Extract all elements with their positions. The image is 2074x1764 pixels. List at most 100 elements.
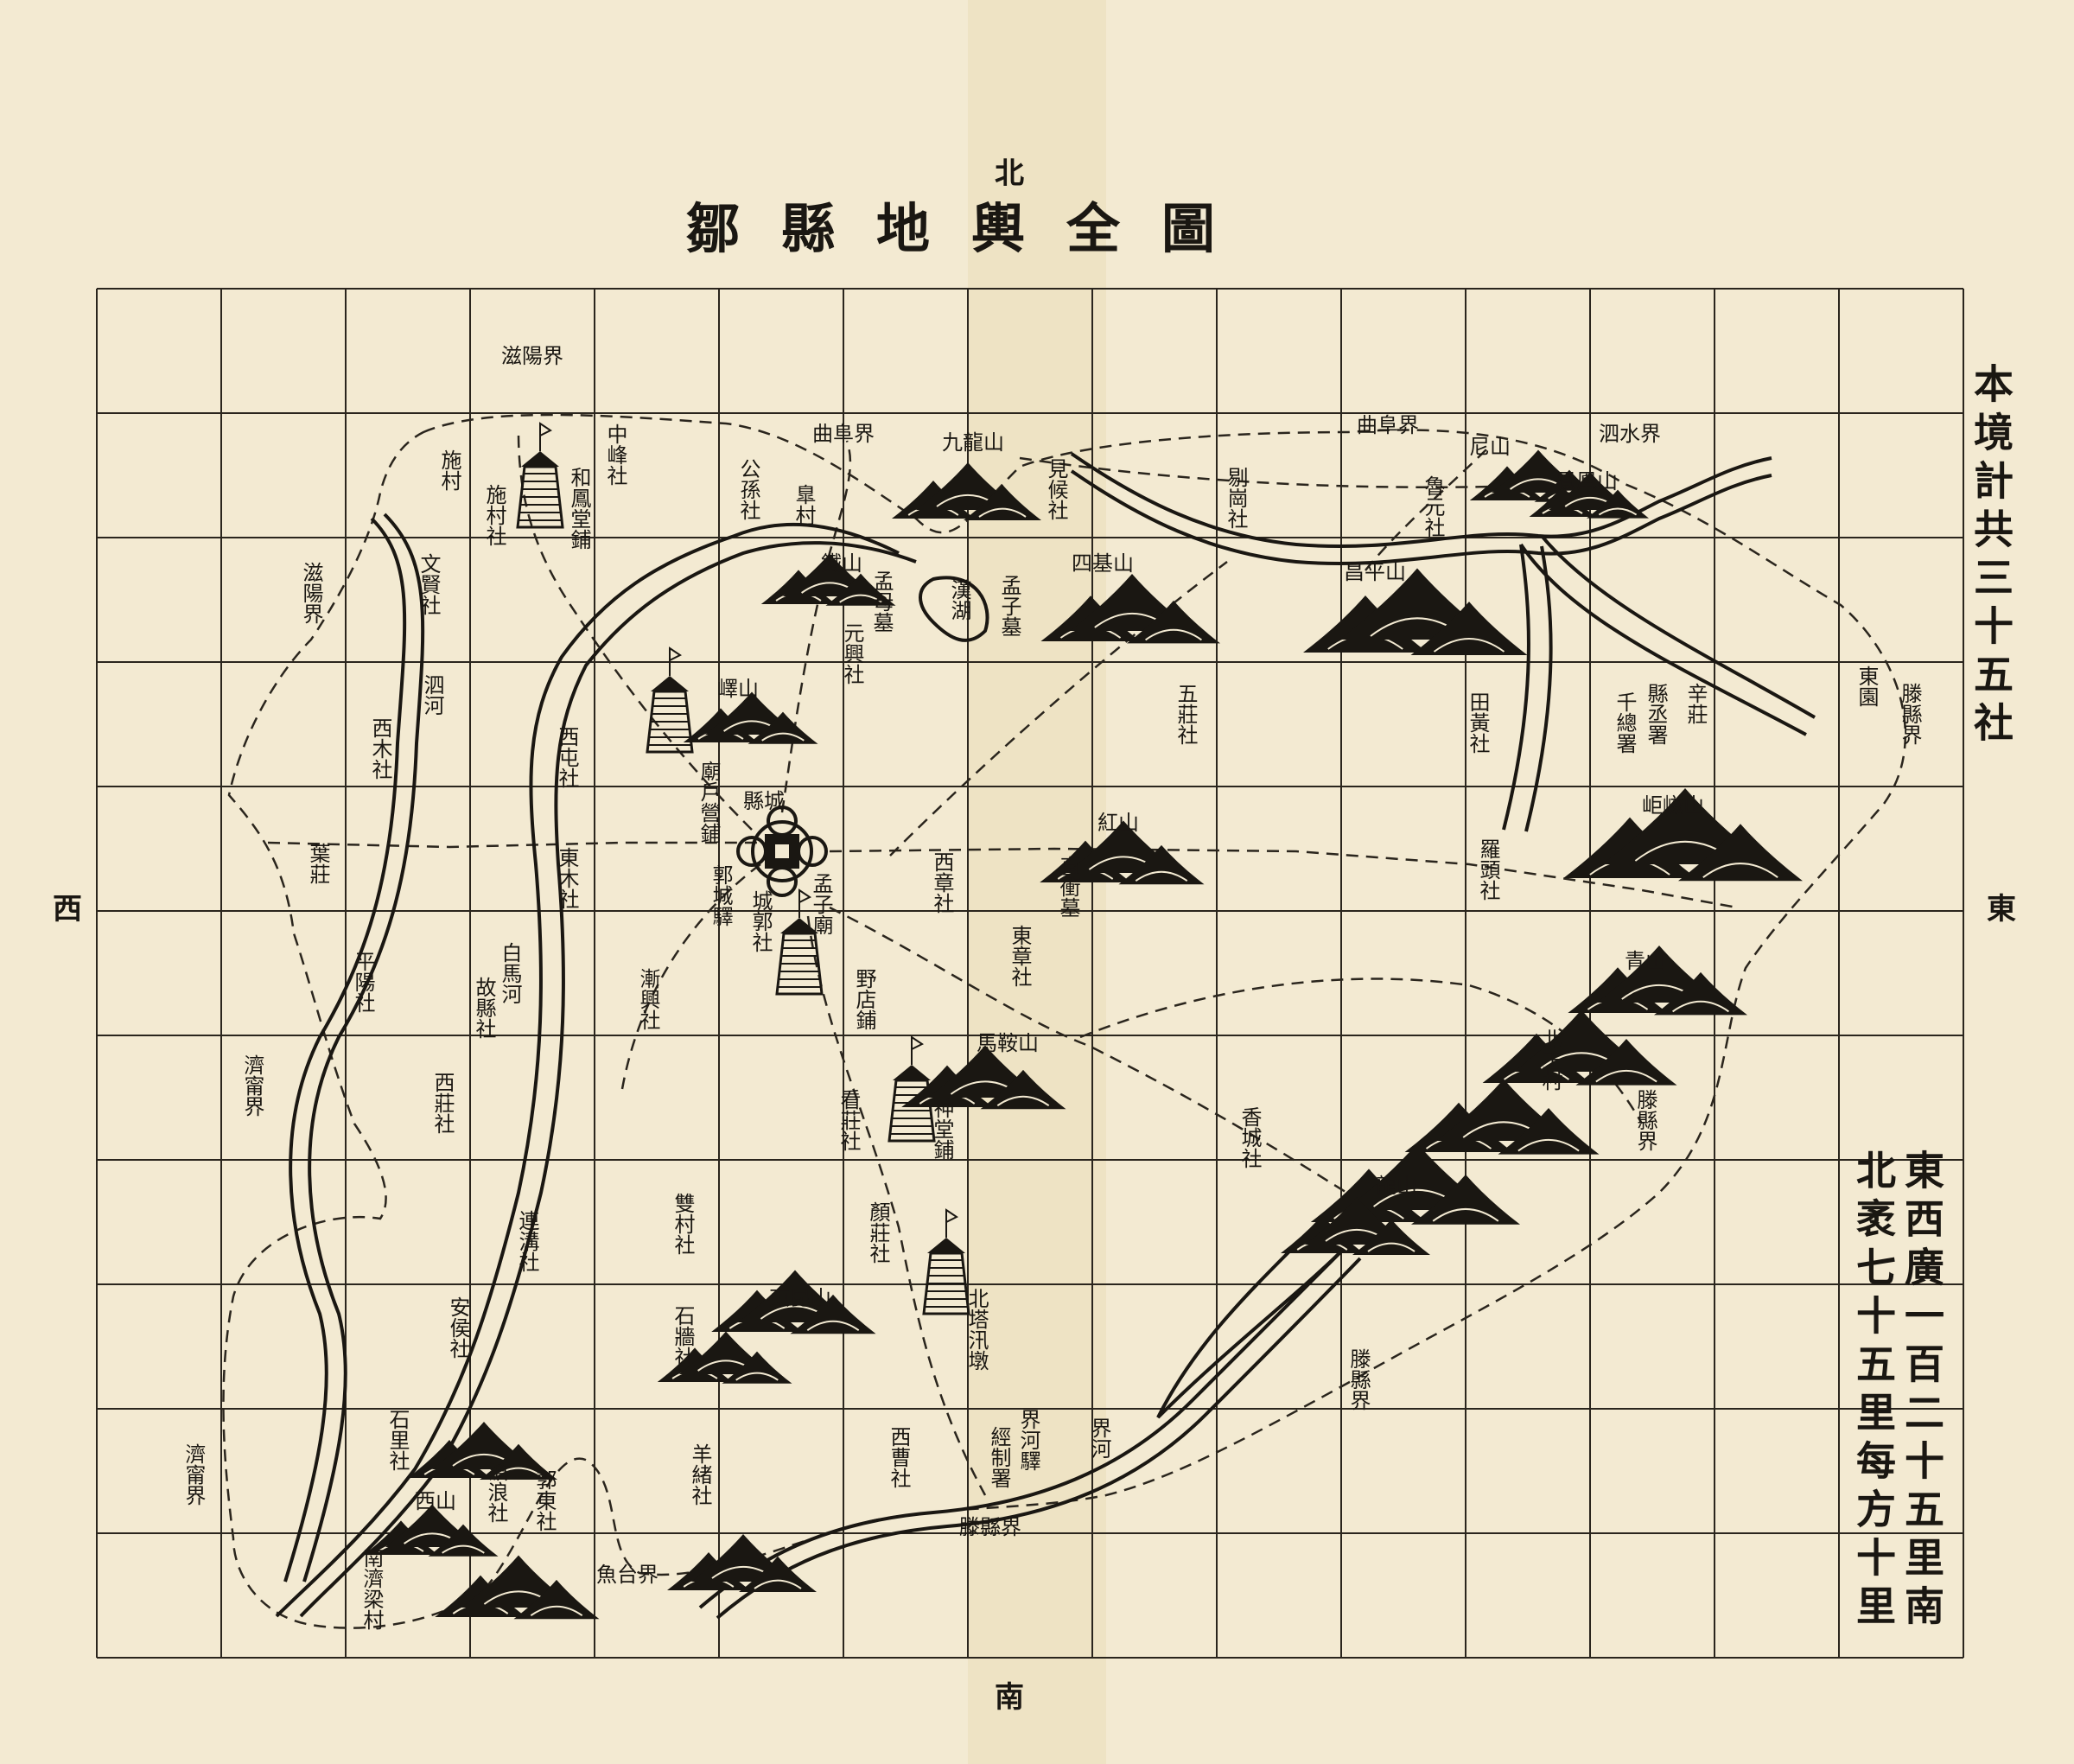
place-label: 郭東社	[532, 1469, 557, 1532]
place-label: 辛莊	[1683, 683, 1708, 724]
place-label: 神堂鋪	[930, 1098, 954, 1160]
mountain-glyph	[363, 1504, 499, 1557]
place-label: 千總署	[1613, 691, 1637, 754]
watchtower-icon	[775, 888, 824, 996]
place-label: 西莊社	[430, 1072, 455, 1134]
mountain-glyph	[1281, 1197, 1430, 1255]
mountain-glyph	[1303, 568, 1528, 655]
place-label: 野店鋪	[852, 968, 876, 1030]
place-label: 泗河	[420, 674, 444, 716]
place-label: 曲阜界	[1357, 413, 1419, 437]
place-label: 滕縣界	[1346, 1348, 1371, 1411]
place-label: 濟甯界	[181, 1443, 206, 1506]
east-label: 東	[1987, 892, 2016, 927]
place-label: 東木社	[555, 847, 579, 909]
place-label: 香城社	[1237, 1106, 1262, 1169]
place-label: 曲阜界	[812, 422, 875, 446]
place-labels: 滋陽界 滋陽界 曲阜界 曲阜界 泗水界 中峰社 和鳳堂鋪 公孫社 臯村 九龍山 …	[181, 344, 1922, 1630]
place-label: 五莊社	[1174, 683, 1198, 745]
place-label: 公孫社	[736, 458, 760, 520]
mountain-glyph	[1310, 1143, 1520, 1225]
place-label: 羅頭社	[1476, 838, 1500, 901]
place-label: 元興社	[840, 622, 864, 685]
road-northeast	[889, 561, 1228, 857]
mountain-glyph	[711, 1270, 876, 1334]
mountain-glyph	[892, 462, 1041, 520]
place-label: 鐵山	[821, 551, 862, 576]
place-label: 故縣社	[472, 977, 496, 1039]
watchtower-icon	[516, 422, 564, 529]
mountains	[363, 449, 1803, 1620]
place-label: 東昆山	[769, 1286, 831, 1310]
south-label: 南	[995, 1680, 1024, 1715]
place-label: 西木社	[368, 717, 392, 780]
place-label: 滋陽界	[299, 562, 323, 624]
extent-note-1: 東西廣一百二十五里南	[1899, 1149, 1945, 1633]
mountain-glyph	[683, 691, 818, 744]
place-label: 南濟梁村	[359, 1547, 384, 1630]
watchtowers	[516, 422, 970, 1315]
grid	[96, 288, 1964, 1659]
place-label: 漸興社	[636, 968, 660, 1030]
place-label: 紅山	[1097, 811, 1139, 835]
place-label: 滕縣界	[959, 1515, 1021, 1539]
north-label: 北	[995, 156, 1024, 191]
place-label: 安侯社	[446, 1296, 470, 1359]
place-label: 連溝社	[515, 1210, 539, 1272]
mountain-glyph	[1529, 472, 1649, 519]
place-label: 中峰社	[603, 423, 627, 486]
place-label: 岠嵫山	[1642, 793, 1704, 818]
place-label: 四基山	[1072, 551, 1134, 576]
county-boundary	[222, 413, 1907, 1629]
road-east	[829, 847, 1738, 909]
place-label: 西屯社	[555, 726, 579, 788]
road-west	[267, 841, 769, 849]
total-she-note: 本境計共三十五社	[1968, 363, 2014, 750]
place-label: 文賢社	[417, 553, 441, 615]
place-label: 魚台界	[596, 1563, 658, 1587]
place-label: 雙村社	[671, 1193, 695, 1255]
place-label: 西曹社	[887, 1426, 911, 1488]
mountain-glyph	[901, 1045, 1066, 1110]
place-label: 孟子墓	[997, 575, 1021, 637]
mountain-glyph	[1482, 1009, 1677, 1086]
place-label: 縣丞署	[1644, 683, 1668, 745]
place-label: 龍山	[1376, 1174, 1417, 1198]
watchtower-icon	[646, 646, 694, 754]
place-label: 白馬河	[498, 942, 522, 1004]
lake-hu	[919, 576, 989, 642]
mountain-glyph	[1568, 946, 1747, 1016]
extent-note-2: 北袤七十五里每方十里	[1850, 1149, 1897, 1633]
place-label: 魯元社	[1421, 475, 1445, 538]
place-label: 滕縣界	[1898, 683, 1922, 745]
road-south	[806, 915, 987, 1496]
road-ne-2	[1365, 449, 1487, 571]
mountain-glyph	[657, 1331, 792, 1384]
place-label: 剔崗社	[1224, 467, 1248, 529]
place-label: 西章社	[930, 851, 954, 914]
place-label: 石里社	[385, 1409, 410, 1471]
place-label: 泗水界	[1599, 422, 1661, 446]
place-label: 孟子廟	[809, 873, 833, 935]
road-southeast	[829, 906, 1375, 1212]
place-label: 北王村	[1538, 1028, 1562, 1091]
mountain-glyph	[1563, 788, 1803, 882]
place-label: 東章社	[1008, 925, 1032, 987]
place-label: 縣城	[743, 789, 785, 813]
place-label: 馬鞍山	[977, 1031, 1039, 1055]
mountain-glyph	[760, 553, 896, 606]
mountain-glyph	[408, 1422, 557, 1480]
place-label: 田黃社	[1466, 691, 1490, 754]
place-label: 尼山	[1469, 435, 1511, 459]
place-label: 平陽社	[351, 951, 375, 1013]
place-label: 葉莊	[306, 843, 330, 884]
place-label: 見候社	[1044, 458, 1068, 520]
place-label: 界河驛	[1016, 1409, 1040, 1471]
place-label: 廟戶營鋪	[697, 761, 721, 844]
place-label: 青山	[1625, 949, 1666, 973]
place-label: 滋陽界	[501, 344, 563, 368]
place-label: 濟甯界	[240, 1054, 264, 1117]
place-label: 施村	[437, 449, 461, 491]
place-label: 嶧山	[717, 677, 759, 701]
